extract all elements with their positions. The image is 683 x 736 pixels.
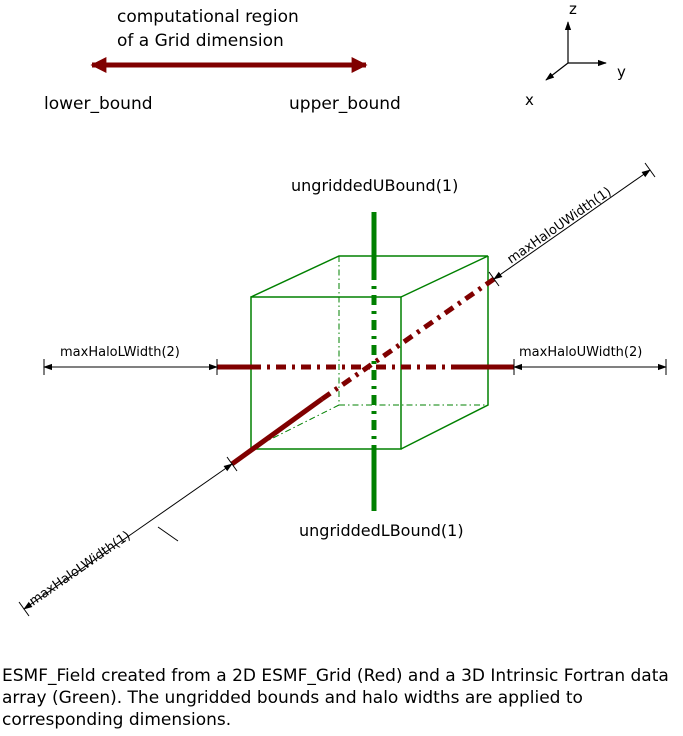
data-array-cube — [250, 255, 489, 450]
grid-dimension-1-line — [230, 276, 496, 467]
max-halo-lwidth-2-label: maxHaloLWidth(2) — [60, 345, 180, 360]
upper-bound-label: upper_bound — [289, 94, 401, 114]
ungridded-lbound-label: ungriddedLBound(1) — [299, 521, 464, 540]
lower-bound-label: lower_bound — [44, 94, 153, 114]
axis-triad — [545, 21, 607, 81]
axis-x-label: x — [525, 91, 534, 109]
axis-z-label: z — [569, 0, 577, 18]
halo-lwidth-1-dimension — [18, 456, 238, 617]
region-label-line2: of a Grid dimension — [117, 31, 284, 51]
max-halo-uwidth-1-label: maxHaloUWidth(1) — [505, 184, 615, 267]
halo-uwidth-1-dimension — [488, 162, 656, 287]
max-halo-uwidth-2-label: maxHaloUWidth(2) — [519, 345, 642, 360]
axis-y-label: y — [617, 63, 626, 81]
halo-uwidth-2-dimension — [513, 359, 667, 375]
region-label-line1: computational region — [117, 7, 299, 27]
max-halo-lwidth-1-label: maxHaloLWidth(1) — [27, 528, 134, 609]
esmf-field-diagram: computational region of a Grid dimension… — [18, 0, 667, 617]
halo-lwidth-2-dimension — [43, 359, 218, 375]
ungridded-ubound-label: ungriddedUBound(1) — [291, 176, 458, 195]
figure-caption: ESMF_Field created from a 2D ESMF_Grid (… — [2, 666, 669, 730]
halo-lwidth-1-tick — [157, 526, 179, 542]
